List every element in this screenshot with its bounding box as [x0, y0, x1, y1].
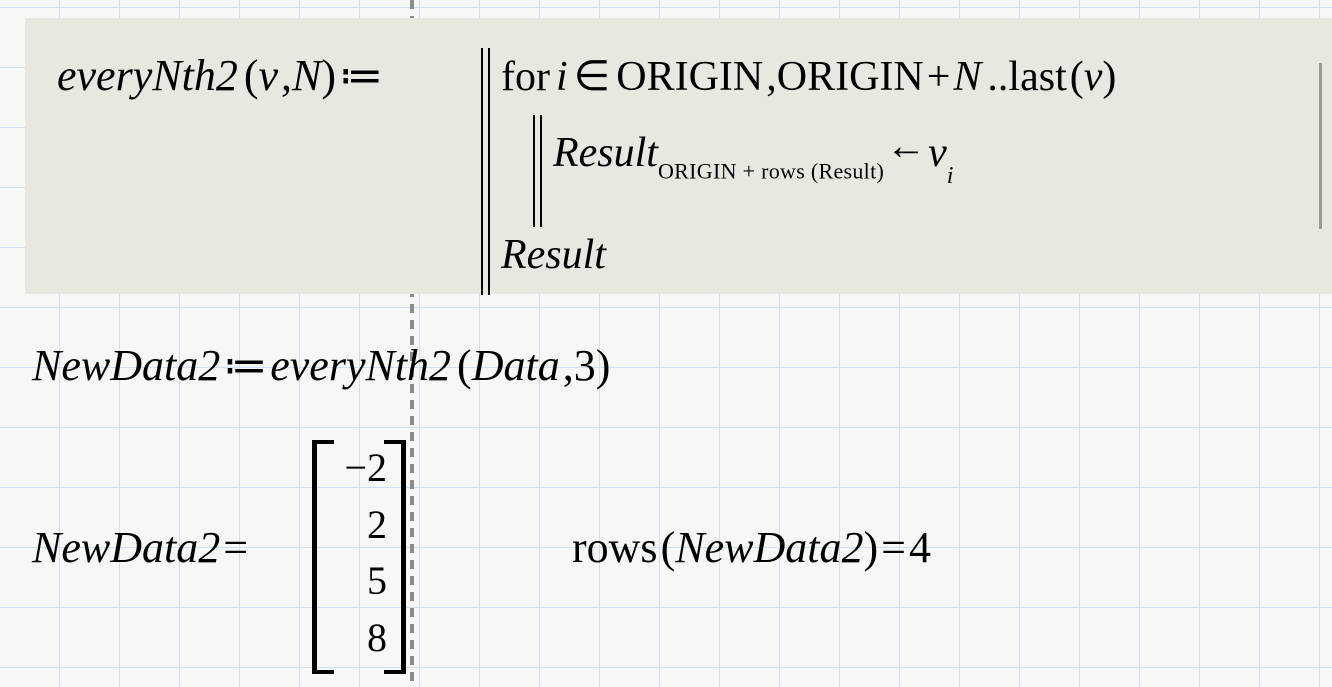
result-subscript: ORIGIN + rows (Result) — [657, 158, 885, 184]
range-dots-operator: .. — [987, 54, 1009, 100]
range-plus-operator: + — [926, 54, 951, 100]
range-start: ORIGIN — [616, 54, 764, 100]
arg-open-paren: ( — [243, 51, 259, 100]
assignment-close-paren: ) — [595, 341, 611, 390]
newdata2-assignment-region[interactable]: NewData2≔everyNth2(Data,3) — [32, 344, 610, 388]
matrix-bracket-left — [312, 440, 334, 674]
matrix-cell: 2 — [367, 501, 387, 547]
matrix-bracket-right — [384, 440, 406, 674]
return-variable: Result — [501, 232, 606, 278]
assignment-operator: ≔ — [223, 341, 268, 390]
last-function: last — [1008, 54, 1067, 100]
result-equals-operator: = — [223, 523, 249, 572]
definition-operator: ≔ — [339, 51, 384, 100]
matrix-cell: 8 — [367, 614, 387, 660]
assignment-arg-data: Data — [471, 341, 560, 390]
rows-value: 4 — [908, 523, 931, 572]
assignment-open-paren: ( — [457, 341, 472, 390]
local-assign-arrow-icon: ← — [886, 123, 927, 168]
arg-comma: , — [281, 51, 292, 100]
range-comma: , — [766, 54, 777, 100]
rows-argument: NewData2 — [675, 523, 864, 572]
source-vector-index: i — [946, 162, 954, 189]
assignment-arg-comma: , — [562, 341, 574, 390]
source-vector: v — [928, 130, 947, 177]
assignment-arg-n: 3 — [573, 341, 596, 390]
element-of-icon: ∈ — [573, 54, 611, 100]
loop-index: i — [555, 54, 568, 100]
for-keyword: for — [501, 54, 550, 100]
last-arg: v — [1083, 54, 1103, 100]
rows-evaluation-region[interactable]: rows(NewData2)=4 — [572, 526, 931, 570]
result-variable: Result — [553, 130, 658, 177]
rows-function: rows — [572, 523, 658, 572]
rows-open-paren: ( — [660, 523, 676, 572]
matrix-cell: 5 — [367, 558, 387, 604]
function-signature[interactable]: everyNth2(v,N)≔ — [57, 54, 383, 98]
range-step: N — [953, 54, 982, 100]
range-second: ORIGIN — [776, 54, 924, 100]
editing-rule-inner — [1319, 63, 1322, 229]
arg-n: N — [292, 51, 322, 100]
function-name: everyNth2 — [57, 51, 238, 100]
program-bracket-inner — [533, 115, 542, 227]
result-lhs: NewData2 — [32, 523, 221, 572]
last-open-paren: ( — [1069, 54, 1084, 100]
assignment-function: everyNth2 — [270, 341, 452, 390]
program-return-value[interactable]: Result — [501, 234, 606, 276]
loop-body-assignment[interactable]: ResultORIGIN + rows (Result)←vi — [553, 126, 953, 188]
program-bracket-outer — [481, 48, 490, 295]
newdata2-result-label[interactable]: NewData2= — [32, 526, 248, 570]
matrix-cell: −2 — [344, 445, 387, 491]
matrix-cells: −2 2 5 8 — [329, 440, 389, 666]
arg-close-paren: ) — [321, 51, 337, 100]
arg-v: v — [258, 51, 278, 100]
rows-equals-operator: = — [881, 523, 906, 572]
page-break-indicator — [410, 0, 414, 687]
assignment-lhs: NewData2 — [32, 341, 221, 390]
rows-close-paren: ) — [863, 523, 879, 572]
result-matrix[interactable]: −2 2 5 8 — [312, 440, 406, 674]
last-close-paren: ) — [1102, 54, 1117, 100]
